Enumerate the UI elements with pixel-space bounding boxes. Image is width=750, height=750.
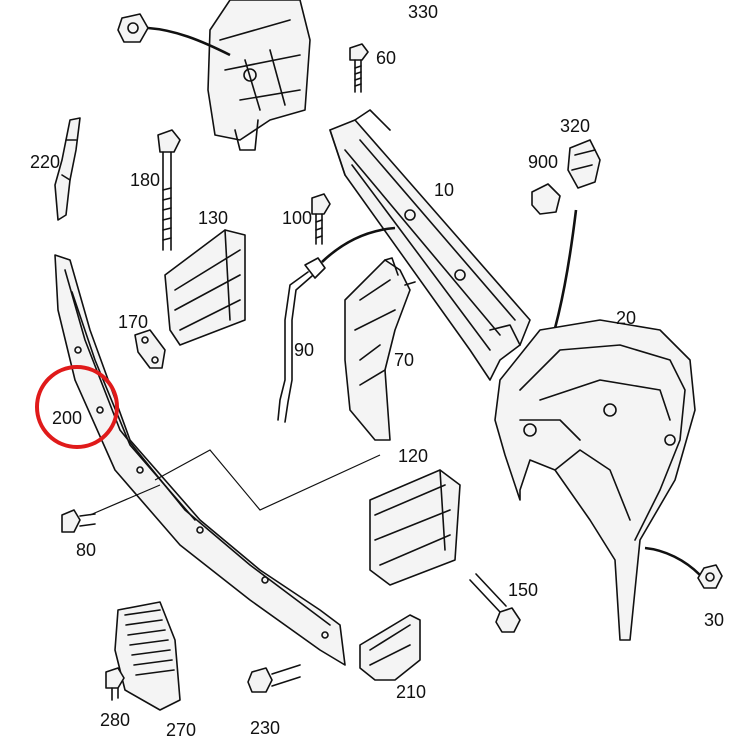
callout-230: 230 (250, 718, 280, 738)
part-60-bolt (349, 43, 369, 93)
part-20-carrier (494, 319, 696, 641)
part-320-clip (567, 139, 601, 189)
part-180-bolt (157, 129, 181, 251)
callout-900: 900 (528, 152, 558, 172)
leader-30-20 (644, 546, 701, 576)
part-nut-top (117, 13, 149, 43)
callout-120: 120 (398, 446, 428, 466)
callout-180: 180 (130, 170, 160, 190)
part-280-screw (105, 667, 125, 701)
part-270-bracket (114, 601, 181, 711)
part-170-plate (134, 329, 166, 369)
callout-70: 70 (394, 350, 414, 370)
leader-200-120 (154, 449, 381, 511)
callout-220: 220 (30, 152, 60, 172)
callout-200: 200 (52, 408, 82, 428)
part-100-bolt (311, 193, 331, 245)
callout-170: 170 (118, 312, 148, 332)
leader-nut-330 (147, 26, 231, 57)
callout-150: 150 (508, 580, 538, 600)
callout-100: 100 (282, 208, 312, 228)
part-120-bracket (369, 469, 461, 586)
leader-90-10 (321, 226, 396, 263)
part-210-bracket (359, 614, 421, 681)
callout-60: 60 (376, 48, 396, 68)
callout-270: 270 (166, 720, 196, 740)
part-130-bracket (164, 229, 246, 346)
callout-20: 20 (616, 308, 636, 328)
callout-330: 330 (408, 2, 438, 22)
part-150-bolt (469, 573, 521, 633)
part-900-clip (531, 183, 561, 215)
part-70-bracket (344, 257, 416, 441)
callout-210: 210 (396, 682, 426, 702)
part-220-bracket (54, 117, 81, 221)
callout-280: 280 (100, 710, 130, 730)
part-230-bolt (247, 664, 301, 693)
callout-80: 80 (76, 540, 96, 560)
leader-80-200 (89, 484, 161, 516)
callout-130: 130 (198, 208, 228, 228)
part-30-nut (697, 564, 723, 589)
part-330-bracket (207, 0, 311, 151)
callout-30: 30 (704, 610, 724, 630)
callout-320: 320 (560, 116, 590, 136)
part-80-bolt (61, 509, 96, 533)
part-90-rod (277, 257, 326, 423)
callout-90: 90 (294, 340, 314, 360)
highlight-circle-200 (35, 365, 119, 449)
callout-10: 10 (434, 180, 454, 200)
part-10-crossmember (329, 109, 531, 381)
